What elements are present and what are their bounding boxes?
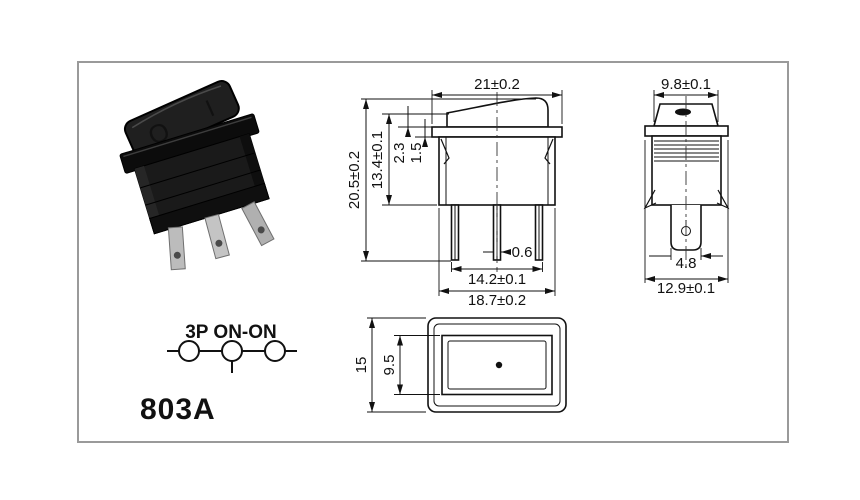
side-view: 9.8±0.1 4.8 12.9±0.1 [643, 76, 730, 297]
front-body-height-dim: 13.4±0.1 [369, 131, 386, 189]
front-flange-thickness-dim: 1.5 [408, 143, 425, 164]
side-plunger-width-dim: 4.8 [676, 255, 697, 272]
front-total-height-dim: 20.5±0.2 [346, 151, 363, 209]
rocker-pivot-dot [675, 108, 691, 116]
side-flangewidth-extlines [644, 140, 729, 283]
front-rocker-height-dim: 2.3 [391, 143, 408, 164]
switch-photo: O I [119, 80, 275, 271]
rocker-highlight [131, 85, 222, 129]
side-flange-width-dim: 12.9±0.1 [657, 280, 715, 297]
side-retention-ribs [654, 140, 719, 162]
top-pivot-dot [495, 361, 503, 369]
front-bodywidth-extlines [438, 208, 556, 296]
circuit-symbol: 3P ON-ON [167, 322, 297, 373]
front-snap-hook-left [440, 138, 450, 165]
front-rocker-profile [446, 97, 549, 128]
front-terminal-thickness-dim: 0.6 [512, 244, 533, 261]
model-number: 803A [140, 393, 216, 426]
front-body-width-dim: 18.7±0.2 [468, 292, 526, 309]
top-opening-height-dim: 9.5 [381, 355, 398, 376]
front-terminal-span-dim: 14.2±0.1 [468, 271, 526, 288]
top-rocker [447, 340, 547, 390]
front-snap-hook-right [544, 138, 554, 165]
side-top-width-dim: 9.8±0.1 [661, 76, 711, 93]
flange-highlight [123, 116, 252, 158]
front-body-walls [445, 137, 549, 205]
top-flange-height-dim: 15 [353, 357, 370, 374]
front-flange-width-dim: 21±0.2 [474, 76, 520, 93]
circuit-type-label: 3P ON-ON [185, 322, 277, 343]
body-ridges [140, 152, 261, 206]
side-body [651, 135, 722, 206]
front-view: 21±0.2 20.5±0.2 13.4±0.1 2.3 1.5 0.6 14.… [346, 76, 563, 309]
top-flange-inner [433, 323, 561, 407]
side-flange [644, 125, 729, 137]
top-view: 15 9.5 [353, 317, 567, 413]
terminal-pins [167, 201, 275, 271]
top-height-extlines [367, 317, 426, 413]
